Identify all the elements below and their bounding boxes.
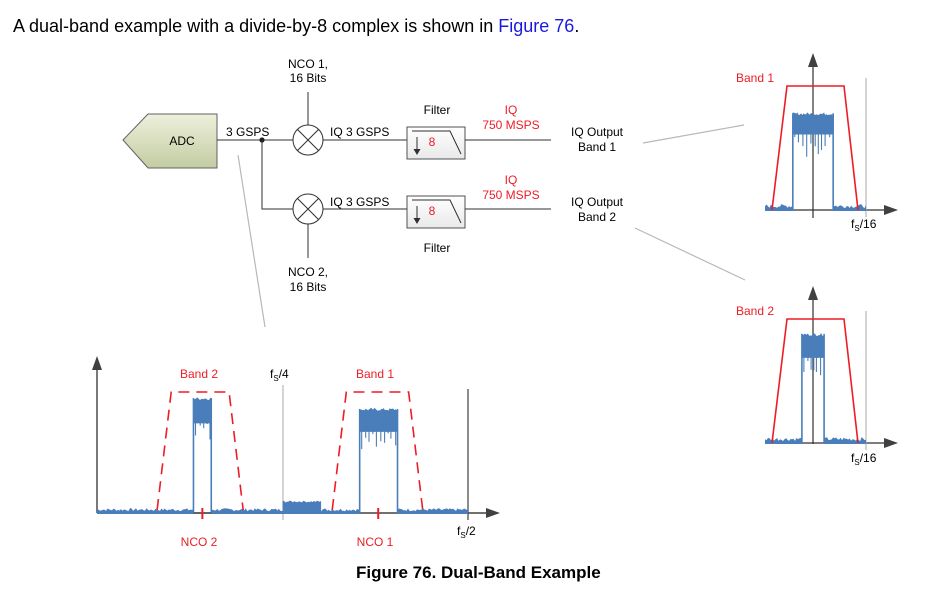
noise-floor [97,508,194,514]
callout-line-band1 [642,124,745,144]
band2-title: Band 2 [736,304,774,318]
filter1-label: Filter [424,103,451,117]
decimation-factor-1: 8 [429,135,436,149]
band1-signal-power [359,408,398,432]
noise-floor [211,508,283,514]
x-axis-arrow-icon [884,205,898,215]
input-spectrum-chart: fS/4 fS/2 Band 2 Band 1 NCO 2 NCO 1 [92,356,500,549]
nco1-label-line1: NCO 1, [288,57,328,71]
nco2-label-line1: NCO 2, [288,265,328,279]
mixer-1 [292,124,324,156]
figure-caption: Figure 76. Dual-Band Example [356,563,601,582]
wire-branch-mixer2 [261,140,293,210]
spur-block [282,500,322,514]
mixer-2 [292,193,324,225]
output1-label-line1: IQ Output [571,125,624,139]
filter-decimator-2: 8 [406,195,466,229]
band1-filter-shape [771,85,859,211]
path2-rate-line1: IQ [505,173,518,187]
band1-title: Band 1 [736,71,774,85]
band1-label: Band 1 [356,367,394,381]
intro-end: . [574,16,580,36]
adc-rate-label: 3 GSPS [226,125,269,139]
output2-label-line1: IQ Output [571,195,624,209]
callout-line-band2 [634,227,746,281]
fs4-label: fS/4 [270,367,289,383]
band-signal-power [792,112,834,135]
x-axis-arrow-icon [486,508,500,518]
y-axis-arrow-icon [808,286,818,300]
fs16-label: fS/16 [851,451,877,467]
noise-floor [833,204,866,211]
band2-output-chart: Band 2 fS/16 [736,286,898,467]
path2-rate-line2: 750 MSPS [482,188,539,202]
figure-link[interactable]: Figure 76 [498,16,575,36]
block-diagram: ADC 3 GSPS NCO 1, 16 Bits IQ 3 GSPS NCO … [122,57,746,328]
output2-label-line2: Band 2 [578,210,616,224]
x-axis-arrow-icon [884,438,898,448]
band2-filter-shape [771,318,859,444]
noise-floor [765,437,802,444]
nco1-marker-label: NCO 1 [357,535,394,549]
band2-signal-power [193,397,212,424]
filter-decimator-1: 8 [406,126,466,160]
noise-floor [824,437,866,444]
path1-rate-line2: 750 MSPS [482,118,539,132]
path1-rate-line1: IQ [505,103,518,117]
mixer2-output-label: IQ 3 GSPS [330,195,389,209]
decimation-factor-2: 8 [429,204,436,218]
y-axis-arrow-icon [92,356,102,370]
noise-floor [765,204,793,211]
y-axis-arrow-icon [808,53,818,67]
adc-label: ADC [169,134,195,148]
output1-label-line2: Band 1 [578,140,616,154]
filter2-label: Filter [424,241,451,255]
callout-line-input [237,154,266,328]
band1-filter-dashed [331,391,424,511]
adc-block: ADC [122,113,218,169]
fs2-label: fS/2 [457,524,476,540]
band-signal-power [801,332,825,358]
nco2-label-line2: 16 Bits [290,280,327,294]
nco2-marker-label: NCO 2 [181,535,218,549]
intro-paragraph: A dual-band example with a divide-by-8 c… [13,16,579,37]
band2-filter-dashed [156,391,244,511]
nco1-label-line2: 16 Bits [290,71,327,85]
mixer1-output-label: IQ 3 GSPS [330,125,389,139]
intro-text: A dual-band example with a divide-by-8 c… [13,16,499,36]
noise-floor [321,508,360,514]
band1-output-chart: Band 1 fS/16 [736,53,898,233]
fs16-label: fS/16 [851,217,877,233]
band2-label: Band 2 [180,367,218,381]
noise-floor [397,508,468,514]
